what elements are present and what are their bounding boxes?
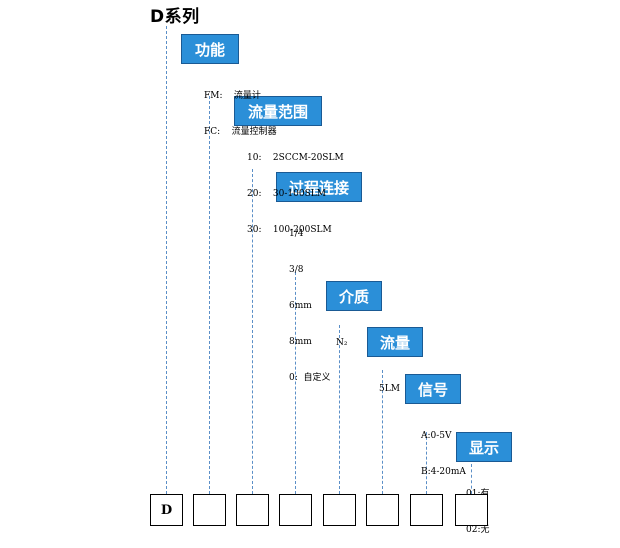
code-box-flow — [366, 494, 399, 526]
label-process-connection: 过程连接 — [276, 172, 362, 202]
code-box-flow-range — [236, 494, 269, 526]
code-box-series: D — [150, 494, 183, 526]
option-item: 8mm — [289, 337, 312, 347]
option-item: A:0-5V — [421, 431, 452, 441]
options-function: FM: 流量计 FC: 流量控制器 — [204, 66, 277, 150]
connector-line-signal — [426, 432, 427, 494]
options-process-connection: 1/4 3/8 6mm 8mm 0: 自定义 — [289, 204, 330, 396]
option-item: FM: 流量计 — [204, 91, 261, 101]
connector-line-flow — [382, 370, 383, 494]
code-box-signal — [410, 494, 443, 526]
options-flow-range: 10: 2SCCM-20SLM 20: 30-100SLM 30: 100-20… — [247, 128, 344, 248]
option-item: 5LM — [379, 384, 400, 394]
code-box-connection — [279, 494, 312, 526]
options-flow: 5LM — [379, 359, 400, 407]
option-item: 02:无 — [466, 525, 490, 535]
connector-line-connection — [295, 272, 296, 494]
option-item: 3/8 — [289, 265, 304, 275]
option-item: FC: 流量控制器 — [204, 127, 277, 137]
label-flow-range: 流量范围 — [234, 96, 322, 126]
option-item: 20: 30-100SLM — [247, 189, 326, 199]
option-item: 0: 自定义 — [289, 373, 331, 383]
option-item: 30: 100-200SLM — [247, 225, 332, 235]
options-signal: A:0-5V B:4-20mA — [421, 406, 466, 490]
connector-line-display — [471, 464, 472, 494]
options-medium: N₂ — [336, 313, 347, 361]
diagram-title: D系列 — [150, 7, 200, 27]
option-item: 10: 2SCCM-20SLM — [247, 153, 344, 163]
code-box-function — [193, 494, 226, 526]
label-flow: 流量 — [367, 327, 423, 357]
code-box-medium — [323, 494, 356, 526]
label-signal: 信号 — [405, 374, 461, 404]
label-medium: 介质 — [326, 281, 382, 311]
option-item: N₂ — [336, 338, 348, 348]
connector-line-medium — [339, 325, 340, 494]
option-item: 1/4 — [289, 229, 304, 239]
option-item: 6mm — [289, 301, 312, 311]
label-display: 显示 — [456, 432, 512, 462]
code-box-display — [455, 494, 488, 526]
connector-line-flow-range — [252, 169, 253, 494]
connector-line-function — [209, 96, 210, 494]
label-function: 功能 — [181, 34, 239, 64]
option-item: B:4-20mA — [421, 467, 466, 477]
connector-line-series — [166, 26, 167, 494]
